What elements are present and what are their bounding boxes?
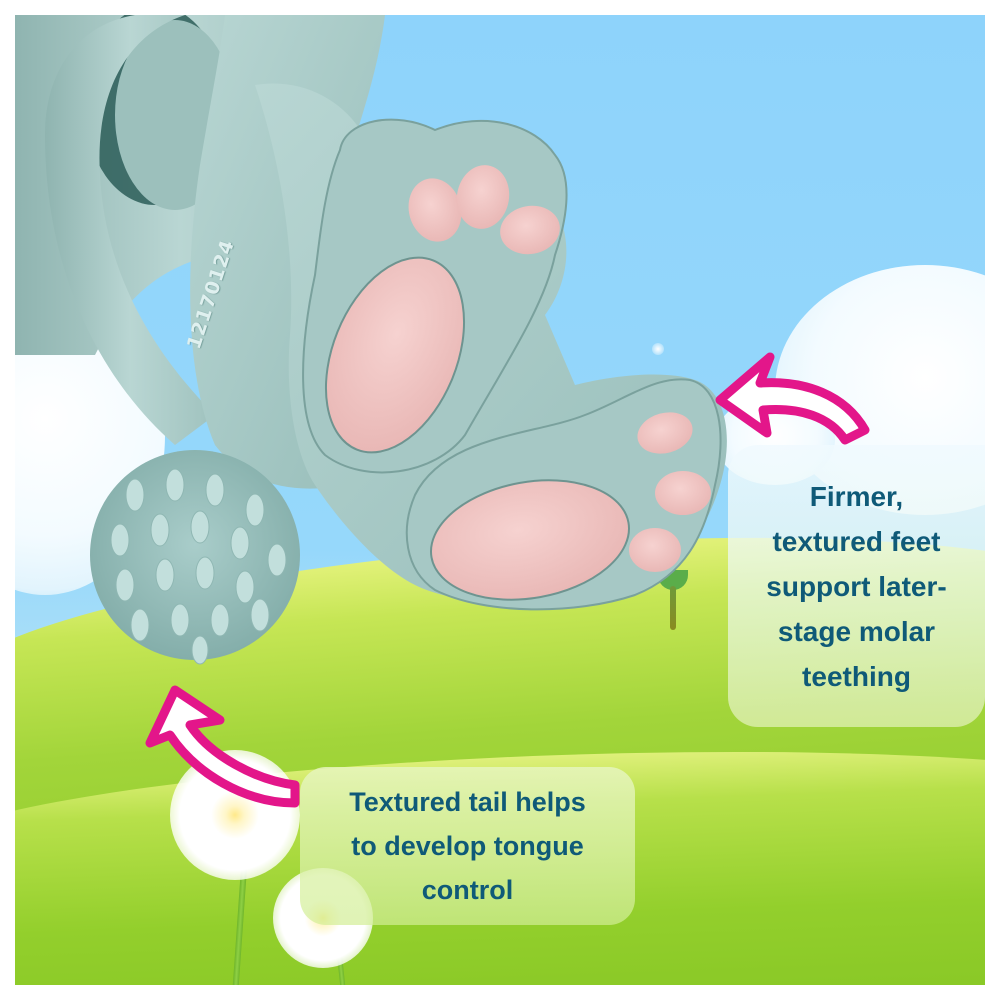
curved-arrow-left-icon xyxy=(715,352,870,445)
callout-feet-line: textured feet xyxy=(772,525,941,557)
callout-feet-line: stage molar xyxy=(777,615,936,647)
callout-feet-line: support later- xyxy=(766,570,947,602)
bunny-teether-illustration xyxy=(15,15,727,665)
callout-feet-line: teething xyxy=(802,660,911,692)
callout-feet-line: Firmer, xyxy=(809,480,904,512)
callout-tail-line: Textured tail helps xyxy=(349,787,586,817)
callout-tail-line: control xyxy=(421,875,514,905)
product-image-frame: 12170124 Firmer, textured feet support l… xyxy=(15,15,985,985)
callout-tail-line: to develop tongue xyxy=(351,831,584,861)
callout-tail: Textured tail helps to develop tongue co… xyxy=(300,767,635,925)
callout-feet: Firmer, textured feet support later- sta… xyxy=(728,445,985,727)
sparkle-dot xyxy=(652,343,664,355)
textured-tail xyxy=(90,450,300,665)
curved-arrow-up-left-icon xyxy=(145,685,300,808)
